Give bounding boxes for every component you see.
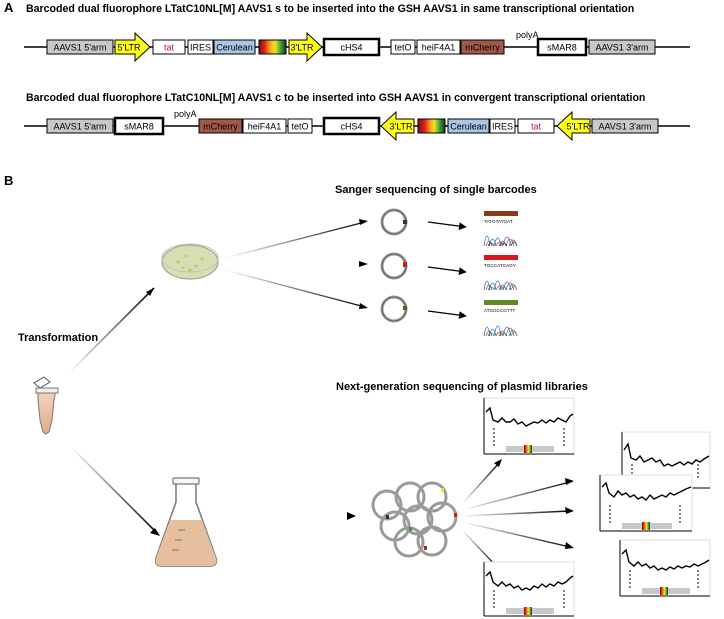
construct-c-smar8 xyxy=(113,116,165,136)
panel-a-label: A xyxy=(4,0,14,15)
construct-c-barcode xyxy=(417,118,446,134)
construct-s-ltr5-label: 5'LTR xyxy=(117,43,141,53)
construct-s-smar8 xyxy=(536,37,588,57)
coverage-plot-4 xyxy=(619,539,711,597)
construct-c-smar8-label: sMAR8 xyxy=(124,122,154,132)
construct-c-cerulean-label: Cerulean xyxy=(450,122,487,132)
ngs-arrow-4 xyxy=(461,521,571,548)
plasmid-library-icon xyxy=(371,481,458,558)
construct-c-aavs1-3arm-label: AAVS1 3'arm xyxy=(598,122,651,132)
construct-s-ltr5 xyxy=(114,31,151,63)
construct-c-title: Barcoded dual fluorophore LTatC10NL[M] A… xyxy=(26,92,645,104)
coverage-plot-1 xyxy=(483,397,575,455)
tube-to-flask-arrow xyxy=(69,445,159,535)
construct-c-chs4 xyxy=(322,116,381,136)
eppendorf-tube-icon xyxy=(33,376,59,435)
petri-dish-icon xyxy=(161,243,219,280)
construct-s-barcode xyxy=(258,39,287,55)
construct-c-ltr5 xyxy=(556,110,591,142)
construct-c-cerulean xyxy=(447,118,490,134)
construct-s-tat xyxy=(152,39,186,55)
ngs-arrow-2 xyxy=(461,481,571,511)
construct-s-heif4a1-label: heiF4A1 xyxy=(422,43,456,53)
construct-s-teto xyxy=(390,39,416,55)
construct-s-ires xyxy=(187,39,214,55)
coverage-plot-3 xyxy=(599,474,693,532)
erlenmeyer-flask-icon xyxy=(154,477,218,567)
construct-c-polya-label: polyA xyxy=(174,109,197,119)
construct-c-heif4a1 xyxy=(242,118,287,134)
construct-s-ires-label: IRES xyxy=(190,43,211,53)
plasmid-1-icon xyxy=(380,208,408,236)
barcode-seq-1: TATGTATGAT xyxy=(484,219,513,224)
construct-c-aavs1-5arm-label: AAVS1 5'arm xyxy=(53,122,106,132)
panel-b-label: B xyxy=(4,173,13,188)
construct-s-teto-label: tetO xyxy=(394,43,411,53)
plasmid-2-icon xyxy=(380,252,408,280)
chromatogram-3: ATGGCCGTTT xyxy=(483,300,518,337)
coverage-plot-5 xyxy=(483,561,575,617)
construct-c-ires-label: IRES xyxy=(492,122,513,132)
construct-s-tat-label: tat xyxy=(164,43,175,53)
construct-s-title: Barcoded dual fluorophore LTatC10NL[M] A… xyxy=(26,3,634,15)
ngs-arrow-1 xyxy=(461,461,501,505)
barcode-seq-2: TGCCATGAGY xyxy=(484,263,516,268)
construct-s-aavs1-5arm xyxy=(46,39,114,55)
construct-c-ltr3-label: 3'LTR xyxy=(389,122,413,132)
construct-s-aavs1-3arm xyxy=(588,39,656,55)
construct-s-chs4 xyxy=(322,37,381,57)
construct-c-ltr3 xyxy=(380,110,415,142)
tube-to-plate-arrow xyxy=(69,287,155,373)
construct-c-mcherry xyxy=(198,118,243,134)
sanger-title: Sanger sequencing of single barcodes xyxy=(335,184,537,196)
construct-s-map: AAVS1 5'arm 5'LTR tat IRES Cerulean 3'LT… xyxy=(24,30,690,63)
construct-s-ltr3-label: 3'LTR xyxy=(290,43,314,53)
construct-c-ires xyxy=(489,118,516,134)
construct-s-heif4a1 xyxy=(416,39,461,55)
chromatogram-1: TATGTATGAT xyxy=(483,211,518,247)
construct-c-tat-label: tat xyxy=(531,122,542,132)
construct-c-map: AAVS1 5'arm sMAR8 polyA mCherry heiF4A1 … xyxy=(24,109,690,142)
construct-c-ltr5-label: 5'LTR xyxy=(566,122,590,132)
chromatogram-2: TGCCATGAGY xyxy=(483,255,518,291)
construct-c-teto xyxy=(287,118,313,134)
construct-c-chs4-label: cHS4 xyxy=(340,122,362,132)
construct-s-chs4-label: cHS4 xyxy=(340,43,362,53)
construct-c-tat xyxy=(517,118,555,134)
construct-s-smar8-label: sMAR8 xyxy=(547,43,577,53)
construct-c-heif4a1-label: heiF4A1 xyxy=(248,122,282,132)
transformation-label: Transformation xyxy=(18,332,98,344)
construct-c-mcherry-label: mCherry xyxy=(203,122,238,132)
construct-s-aavs1-5arm-label: AAVS1 5'arm xyxy=(53,43,106,53)
sanger-arrow-1 xyxy=(427,221,467,230)
construct-s-mcherry-label: mCherry xyxy=(465,43,500,53)
construct-s-aavs1-3arm-label: AAVS1 3'arm xyxy=(595,43,648,53)
ngs-arrow-3 xyxy=(461,510,571,517)
barcode-bar-3 xyxy=(484,300,518,305)
construct-s-ltr3 xyxy=(288,31,323,63)
sanger-arrow-2 xyxy=(427,266,467,275)
plasmid-3-icon xyxy=(380,295,408,323)
tube-to-plate-arrowhead xyxy=(146,288,154,296)
barcode-bar-2 xyxy=(484,255,518,260)
construct-s-cerulean xyxy=(213,39,256,55)
tube-to-flask-arrowhead xyxy=(150,528,160,536)
construct-c-aavs1-3arm xyxy=(591,118,659,134)
construct-c-aavs1-5arm xyxy=(46,118,114,134)
plate-to-colony1-arrow xyxy=(224,221,366,259)
construct-c-teto-label: tetO xyxy=(291,122,308,132)
plate-to-colony3-arrow xyxy=(224,269,366,308)
barcode-bar-1 xyxy=(484,211,518,216)
barcode-seq-3: ATGGCCGTTT xyxy=(484,308,515,313)
construct-s-mcherry xyxy=(460,39,505,55)
construct-s-polya-label: polyA xyxy=(516,30,539,40)
construct-s-cerulean-label: Cerulean xyxy=(216,43,253,53)
ngs-title: Next-generation sequencing of plasmid li… xyxy=(336,381,588,393)
sanger-arrow-3 xyxy=(427,310,467,319)
